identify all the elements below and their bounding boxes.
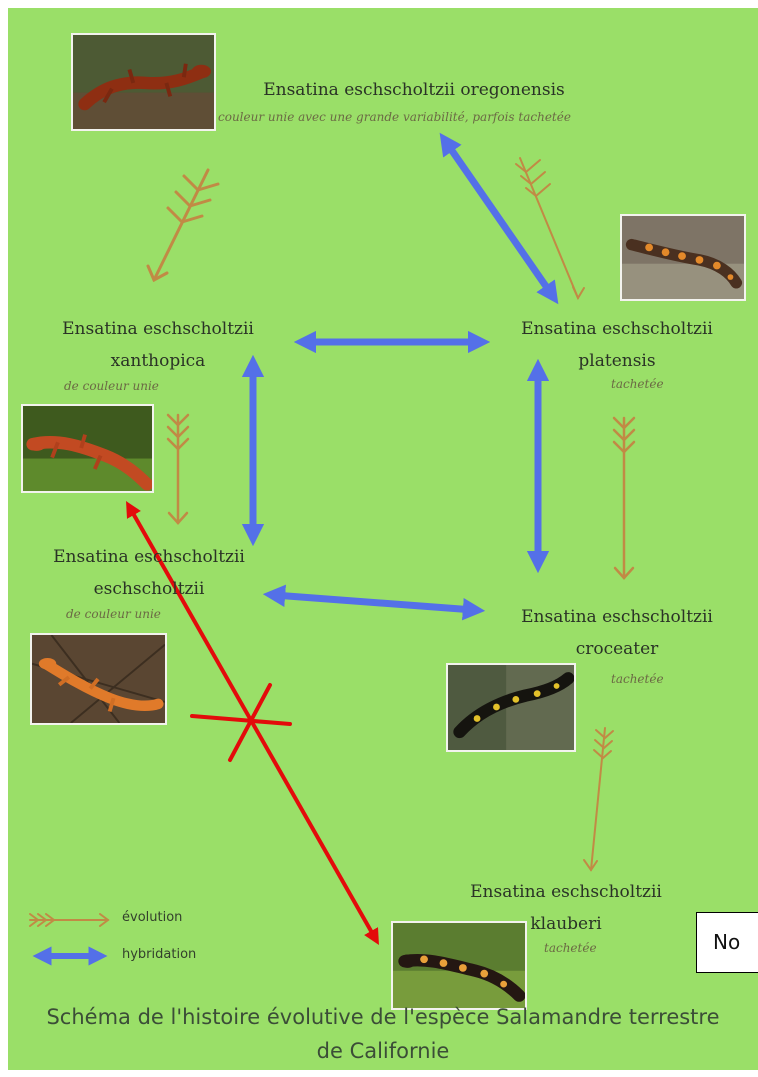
- hybridation-arrow-oregonensis-platensis: [446, 142, 552, 295]
- note-box: No: [696, 912, 758, 973]
- photo-croceater: [446, 663, 576, 752]
- species-desc-xanthopica: de couleur unie: [64, 379, 159, 393]
- species-desc-eschscholtzii: de couleur unie: [66, 607, 161, 621]
- species-desc-platensis: tachetée: [611, 377, 664, 391]
- evolution-arrow-xanthopica-eschscholtzii: [168, 415, 188, 523]
- caption-line-1: Schéma de l'histoire évolutive de l'espè…: [8, 1000, 758, 1034]
- hybridation-arrow-eschscholtzii-croceater: [274, 595, 474, 610]
- photo-platensis: [620, 214, 746, 301]
- species-name-xanthopica-line2: xanthopica: [33, 345, 283, 377]
- diagram-canvas: Ensatina eschscholtzii oregonensis coule…: [8, 8, 758, 1070]
- photo-oregonensis: [71, 33, 216, 131]
- evolution-arrow-oregonensis-xanthopica: [148, 170, 218, 280]
- species-name-klauberi-line1: Ensatina eschscholtzii: [441, 876, 691, 908]
- evolution-arrow-croceater-klauberi: [584, 728, 613, 870]
- species-name-croceater-line1: Ensatina eschscholtzii: [492, 601, 742, 633]
- photo-xanthopica: [21, 404, 154, 493]
- species-name-xanthopica-line1: Ensatina eschscholtzii: [33, 313, 283, 345]
- species-name-platensis-line1: Ensatina eschscholtzii: [492, 313, 742, 345]
- evolution-arrow-platensis-croceater: [614, 418, 634, 578]
- legend-evolution-arrow: [30, 914, 108, 926]
- caption-line-2: de Californie: [8, 1034, 758, 1068]
- species-name-oregonensis: Ensatina eschscholtzii oregonensis: [214, 74, 614, 106]
- evolution-arrow-oregonensis-platensis: [516, 158, 584, 298]
- photo-eschscholtzii: [30, 633, 167, 725]
- species-name-croceater-line2: croceater: [492, 633, 742, 665]
- species-desc-oregonensis: couleur unie avec une grande variabilité…: [218, 110, 571, 124]
- species-name-klauberi-line2: klauberi: [441, 908, 691, 940]
- species-name-eschscholtzii-line2: eschscholtzii: [24, 573, 274, 605]
- species-name-eschscholtzii-line1: Ensatina eschscholtzii: [24, 541, 274, 573]
- species-desc-klauberi: tachetée: [544, 941, 597, 955]
- species-desc-croceater: tachetée: [611, 672, 664, 686]
- red-cross-mark: [192, 685, 290, 760]
- legend-hybridation-label: hybridation: [122, 947, 196, 962]
- species-name-platensis-line2: platensis: [492, 345, 742, 377]
- legend-evolution-label: évolution: [122, 910, 182, 925]
